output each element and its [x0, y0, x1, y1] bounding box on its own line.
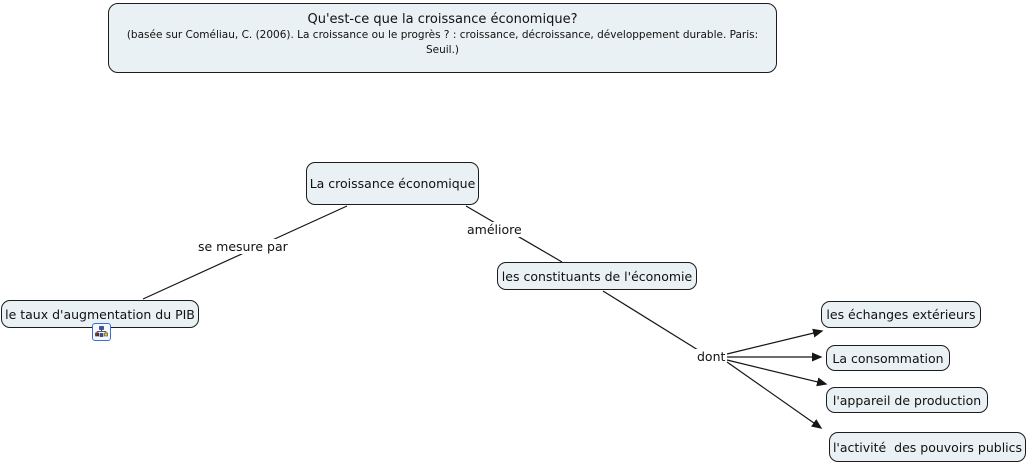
concept-constituants-economie[interactable]: les constituants de l'économie: [497, 262, 697, 290]
linking-phrase-dont[interactable]: dont: [695, 349, 728, 364]
map-subtitle: (basée sur Coméliau, C. (2006). La crois…: [126, 29, 759, 56]
concept-label: l'appareil de production: [832, 392, 982, 408]
concept-label: La consommation: [832, 350, 944, 366]
concept-label: le taux d'augmentation du PIB: [5, 306, 195, 322]
concept-activite-pouvoirs-publics[interactable]: l'activité des pouvoirs publics: [829, 432, 1026, 462]
concept-label: La croissance économique: [309, 176, 476, 191]
arrow-dont-echanges: [726, 328, 824, 355]
map-title: Qu'est-ce que la croissance économique?: [307, 12, 578, 27]
concept-croissance-economique[interactable]: La croissance économique: [306, 162, 479, 205]
concept-consommation[interactable]: La consommation: [826, 345, 950, 371]
concept-label: l'activité des pouvoirs publics: [832, 439, 1023, 455]
concept-appareil-production[interactable]: l'appareil de production: [826, 387, 988, 413]
link-line-constituants-dont: [602, 290, 699, 351]
concept-label: les constituants de l'économie: [501, 268, 693, 284]
pib-resource-button[interactable]: [92, 323, 111, 341]
map-title-box: Qu'est-ce que la croissance économique? …: [108, 3, 777, 73]
arrow-dont-appareil: [726, 359, 828, 387]
arrow-dont-pouvoirs: [726, 361, 823, 429]
linking-phrase-se-mesure-par[interactable]: se mesure par: [196, 239, 290, 254]
concept-label: les échanges extérieurs: [826, 307, 976, 322]
concept-echanges-exterieurs[interactable]: les échanges extérieurs: [821, 301, 981, 328]
concept-map-resource-icon: [95, 326, 108, 337]
linking-phrase-ameliore[interactable]: améliore: [465, 222, 524, 237]
